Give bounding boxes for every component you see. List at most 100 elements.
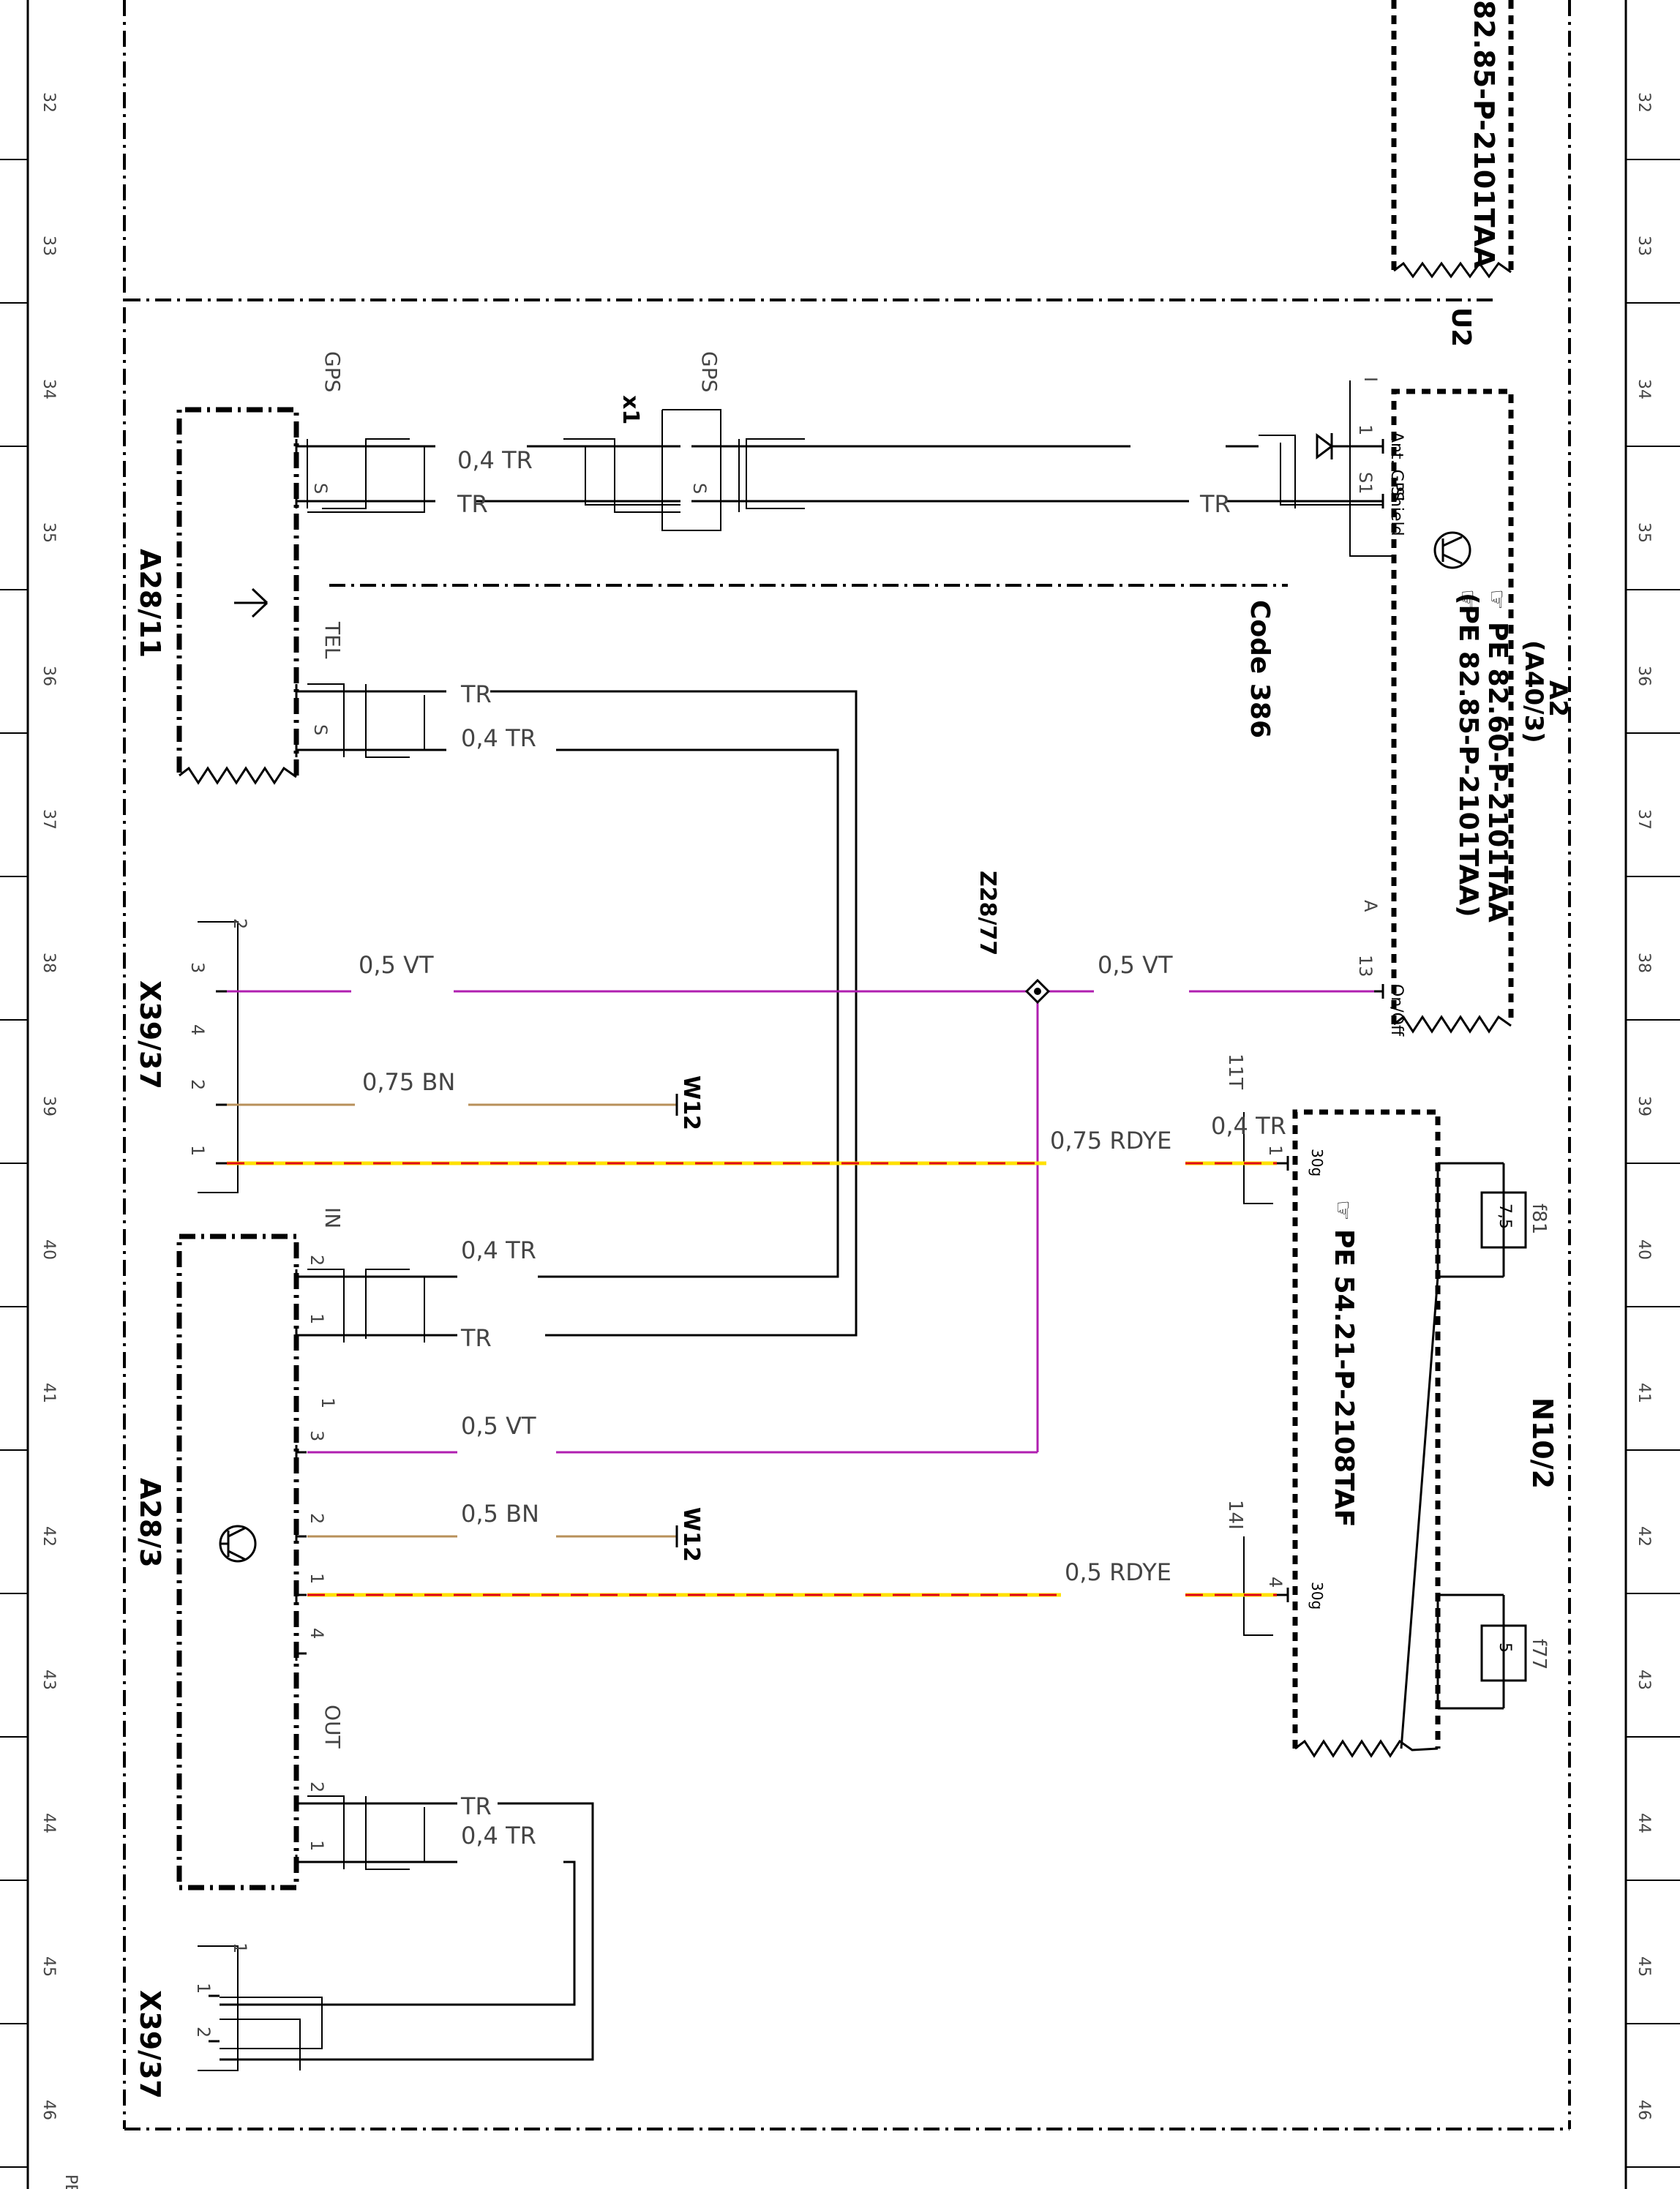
- wire-label: 0,5 BN: [461, 1500, 539, 1528]
- pin-number: 2: [230, 918, 250, 929]
- label-a28-11: A28/11: [134, 549, 166, 658]
- grid-row-number: 40: [1635, 1239, 1653, 1260]
- label-ant-gps: Ant. GPS: [1387, 432, 1406, 502]
- wire-label: 0,4 TR: [457, 446, 533, 474]
- connector-x39-37-bottom: [198, 1945, 239, 2071]
- pin-number: 3: [307, 1430, 327, 1441]
- component-a28-11: [176, 407, 299, 785]
- label-fuse-f81-value: 7,5: [1496, 1204, 1514, 1229]
- grid-row-number: 45: [40, 1956, 58, 1977]
- grid-row-number: 33: [1635, 236, 1653, 256]
- pin-number: 1: [307, 1313, 327, 1324]
- grid-row-number: 37: [1635, 809, 1653, 830]
- grid-row-number: 37: [40, 809, 58, 830]
- wire-label: 0,4 TR: [461, 1822, 536, 1850]
- label-pin-14i: 14I: [1224, 1500, 1246, 1530]
- component-n10-2: [1243, 1109, 1527, 1758]
- label-in: IN: [320, 1207, 345, 1228]
- grid-row-number: 36: [1635, 666, 1653, 686]
- label-s-x1: S: [689, 483, 710, 494]
- pin-number: 1: [187, 1145, 208, 1156]
- label-a28-3: A28/3: [134, 1478, 166, 1568]
- pin-number: 1: [1355, 424, 1376, 435]
- grid-row-number: 35: [40, 522, 58, 543]
- label-fuse-f81: f81: [1528, 1204, 1550, 1234]
- label-w12-b: W12: [678, 1507, 704, 1562]
- grid-row-number: 38: [1635, 953, 1653, 973]
- grid-row-number: 36: [40, 666, 58, 686]
- antenna-icon: [234, 587, 269, 618]
- colored-wires: [227, 990, 1383, 1597]
- pin-number: 1: [307, 1840, 327, 1851]
- grid-row-number: 38: [40, 953, 58, 973]
- wire-label: 0,5 VT: [1098, 951, 1173, 979]
- pointing-hand-icon: ☞: [1454, 589, 1482, 610]
- wire-label: TR: [460, 1792, 492, 1820]
- label-gps-mid: GPS: [697, 351, 721, 392]
- boundaries: [123, 0, 1571, 2130]
- wire-label: 0,4 TR: [461, 724, 536, 752]
- wire-label: TR: [460, 1324, 492, 1352]
- wire-label: 0,5 RDYE: [1065, 1558, 1171, 1586]
- pin-number: 1: [318, 1397, 338, 1408]
- grid-row-number: 34: [1635, 379, 1653, 399]
- grid-row-number: 44: [40, 1813, 58, 1833]
- grid-row-number: 45: [1635, 1956, 1653, 1977]
- label-pin-i: I: [1360, 377, 1381, 382]
- pin-number: 13: [1355, 955, 1376, 977]
- label-fuse-f77-value: 5: [1496, 1642, 1514, 1653]
- out-cable: [220, 1795, 594, 2070]
- label-n10-2: N10/2: [1526, 1397, 1559, 1489]
- grid-row-number: 39: [40, 1096, 58, 1116]
- label-s-gps: S: [310, 483, 331, 494]
- grid-row-number: 44: [1635, 1813, 1653, 1833]
- splice-z28-77: [1024, 978, 1051, 1005]
- wire-label: 0,5 VT: [461, 1412, 536, 1440]
- label-u2: U2: [1446, 307, 1476, 347]
- ref-n10: PE 54.21-P-2108TAF: [1329, 1229, 1359, 1527]
- grid-row-number: 41: [1635, 1383, 1653, 1403]
- grid-row-number: 32: [40, 92, 58, 113]
- pointing-hand-icon: ☞: [1330, 1200, 1357, 1221]
- grid-row-number: 42: [1635, 1526, 1653, 1547]
- labels: A28/11A28/3X39/37X39/37A2(A40/3)N10/2U2Z…: [134, 0, 1572, 2099]
- label-a2: A2: [1543, 680, 1572, 717]
- grid-row-number: 41: [40, 1383, 58, 1403]
- grid-row-number: 42: [40, 1526, 58, 1547]
- pointing-hand-icon: ☞: [1483, 589, 1511, 610]
- amplifier-icon: [219, 1525, 257, 1563]
- label-pin-30g-b: 30g: [1308, 1582, 1326, 1610]
- label-z28-77: Z28/77: [975, 871, 1000, 955]
- pin-number: 4: [1265, 1577, 1286, 1588]
- grid-row-number: 35: [1635, 522, 1653, 543]
- pin-number: 2: [307, 1781, 327, 1792]
- grid-row-number: 33: [40, 236, 58, 256]
- in-cable: [296, 1269, 457, 1343]
- pin-number: 1: [1265, 1145, 1286, 1156]
- tuner-icon: [1433, 531, 1471, 569]
- grid-row-number: 43: [40, 1670, 58, 1690]
- ref-top: 82.85-P-2101TAA: [1468, 0, 1500, 269]
- pin-number: 4: [307, 1628, 327, 1639]
- fuse-f77: [1436, 1593, 1527, 1710]
- wire-label: 0,5 VT: [359, 951, 434, 979]
- pin-number: S1: [1355, 472, 1376, 495]
- wire-label: TR: [457, 490, 488, 518]
- label-x39-37-bottom: X39/37: [134, 1990, 166, 2099]
- label-pin-11t: 11T: [1224, 1054, 1246, 1089]
- wire-label: 0,75 RDYE: [1050, 1127, 1171, 1154]
- wire-label: 0,4 TR: [461, 1236, 536, 1264]
- label-out: OUT: [320, 1705, 345, 1749]
- pin-number: 2: [193, 2027, 214, 2038]
- pin-number: 3: [187, 962, 208, 973]
- pin-number: 1: [230, 1942, 250, 1953]
- label-pin-a: A: [1360, 900, 1381, 912]
- grid-row-number: 32: [1635, 92, 1653, 113]
- label-x1: x1: [618, 395, 643, 424]
- tel-cable: [296, 683, 858, 1337]
- ref-a2-1: PE 82.60-P-2101TAA: [1482, 622, 1512, 923]
- label-pin-30g-a: 30g: [1308, 1149, 1326, 1176]
- label-a40-3: (A40/3): [1519, 640, 1548, 743]
